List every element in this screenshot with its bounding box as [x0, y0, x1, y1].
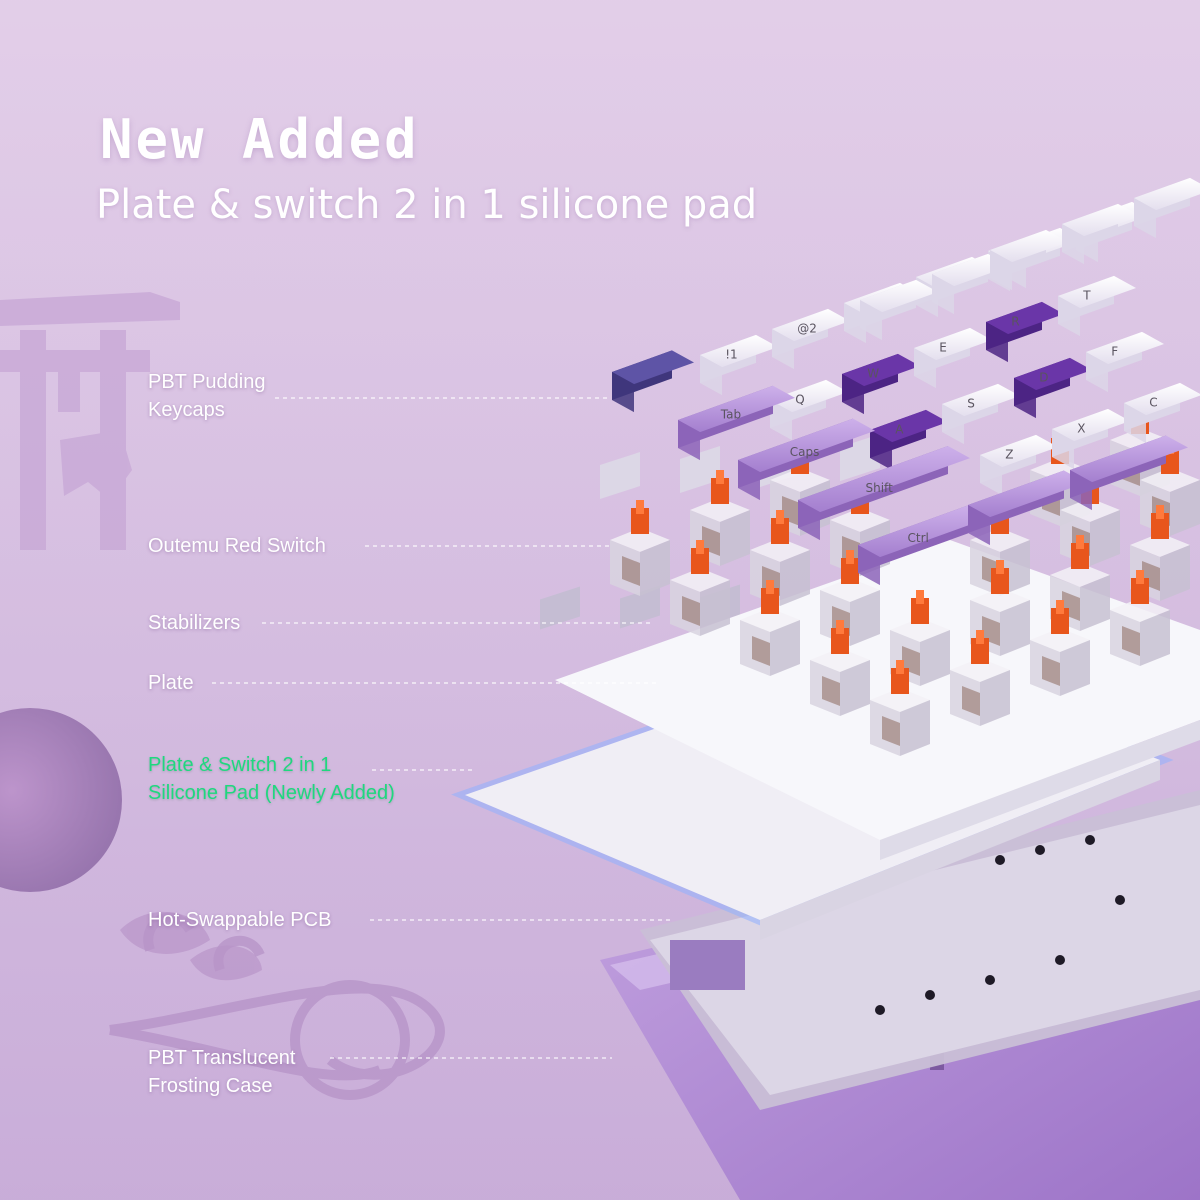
keycap-legend: R: [1011, 314, 1019, 328]
label-hot-swappable-pcb: Hot-Swappable PCB: [148, 909, 332, 931]
keycap-legend: C: [1149, 395, 1157, 409]
keycap-legend: Tab: [720, 408, 741, 422]
keycap-white: Z: [980, 434, 1058, 496]
keycap-legend: !1: [725, 347, 737, 361]
switch: [740, 580, 800, 676]
label-silicone-pad-newly-added: Plate & Switch 2 in 1 Silicone Pad (Newl…: [148, 754, 395, 804]
hot-swappable-pcb: [640, 790, 1200, 1110]
keycap-legend: T: [1082, 288, 1091, 302]
keycap-legend: W: [867, 366, 879, 380]
keycap-white: [1062, 203, 1140, 265]
label-pbt-pudding-keycaps: PBT Pudding Keycaps: [148, 371, 266, 421]
keycap-legend: F: [1111, 344, 1118, 358]
keycap-purple: R: [986, 301, 1064, 363]
keycap-lavender-modifier: Shift: [798, 446, 970, 541]
keyboard-layers: !1@2#3$4%5QWERTASDFZXCTabCapsShiftCtrl: [451, 177, 1200, 1200]
keycap-white: F: [1086, 331, 1164, 393]
keycap-white: E: [914, 327, 992, 389]
label-stabilizers: Stabilizers: [148, 612, 241, 634]
keycap-white: S: [942, 383, 1020, 445]
keycap-white: !1: [700, 334, 778, 396]
torii-gate-motif: [0, 292, 180, 550]
keycaps: !1@2#3$4%5QWERTASDFZXCTabCapsShiftCtrl: [612, 177, 1200, 586]
switch: [1030, 600, 1090, 696]
keycap-white: C: [1124, 382, 1200, 444]
switch: [1110, 570, 1170, 666]
switch: [610, 500, 670, 596]
leaf-motif: [120, 911, 262, 981]
label-pbt-translucent-frosting-case: PBT Translucent Frosting Case: [148, 1047, 296, 1097]
keycap-white: [1134, 177, 1200, 239]
keycap-purple: D: [1014, 357, 1092, 419]
keycap-lavender: [1070, 435, 1188, 511]
keycap-white: @2: [772, 308, 850, 370]
keycap-legend: Q: [795, 392, 804, 406]
keycap-legend: @2: [797, 321, 817, 335]
switch: [1050, 535, 1110, 631]
headline: New Added: [100, 108, 420, 171]
keycap-legend: D: [1039, 370, 1048, 384]
keycap-legend: Shift: [866, 481, 894, 495]
keycap-lavender-modifier: Caps: [738, 418, 875, 501]
switch: [810, 620, 870, 716]
keycap-purple: W: [842, 353, 920, 415]
keycap-legend: E: [939, 340, 947, 354]
keycap-lavender-modifier: Ctrl: [858, 505, 990, 586]
keycap-white: X: [1052, 408, 1130, 470]
keycap-lavender: [968, 470, 1086, 546]
switch: [870, 660, 930, 756]
switch: [690, 470, 750, 566]
keycap-legend: Z: [1005, 447, 1013, 461]
switch: [950, 630, 1010, 726]
keycap-legend: Caps: [790, 445, 820, 459]
keycap-white: Q: [770, 379, 848, 441]
keycap-white: [990, 229, 1068, 291]
label-outemu-red-switch: Outemu Red Switch: [148, 535, 326, 557]
keycap-escape-navy: [612, 350, 694, 413]
keycap-lavender-modifier: Tab: [678, 385, 795, 461]
keycap-white: T: [1058, 275, 1136, 337]
keycap-legend: Ctrl: [908, 531, 929, 545]
keycap-legend: X: [1077, 421, 1085, 435]
orb-motif: [0, 708, 122, 892]
switch: [670, 540, 730, 636]
label-plate: Plate: [148, 672, 194, 694]
keycap-legend: A: [895, 422, 904, 436]
keycap-purple: A: [870, 409, 948, 471]
keycap-white: [860, 279, 938, 341]
subheadline: Plate & switch 2 in 1 silicone pad: [96, 182, 758, 228]
switch: [1130, 505, 1190, 601]
switch: [970, 560, 1030, 656]
leader-lines: [212, 397, 670, 1059]
keycap-legend: S: [967, 396, 975, 410]
